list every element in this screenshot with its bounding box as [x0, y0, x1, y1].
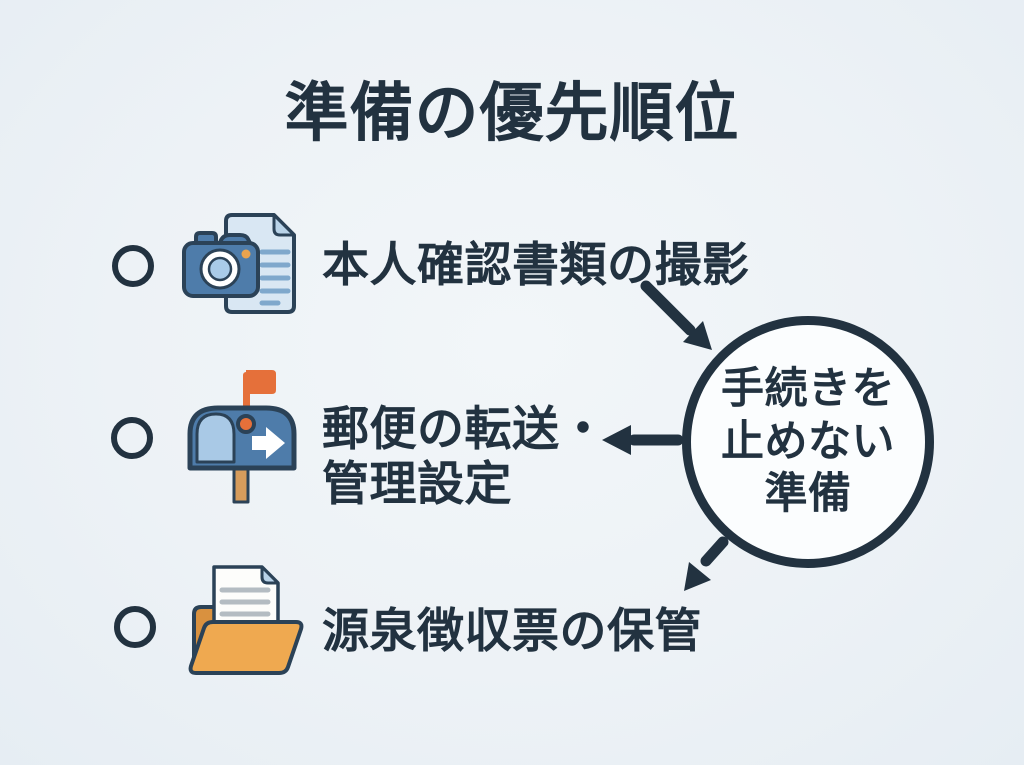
hub-circle: 手続きを 止めない 準備	[682, 316, 934, 568]
arrow-from-item1-to-hub	[640, 280, 712, 350]
item-label: 本人確認書類の撮影	[322, 238, 750, 293]
arrow-from-hub-to-item2	[602, 425, 684, 455]
item-label-line: 本人確認書類の撮影	[322, 238, 750, 291]
bullet-circle	[114, 606, 156, 648]
hub-label-line: 準備	[764, 470, 852, 519]
arrow-from-hub-to-item3	[684, 536, 729, 591]
item-label: 源泉徴収票の保管	[322, 604, 702, 659]
item-label-line: 郵便の転送・	[322, 402, 607, 455]
mailbox-icon	[184, 364, 300, 509]
camera-document-icon	[182, 210, 306, 323]
bullet-circle	[111, 417, 153, 459]
hub-label-line: 止めない	[721, 417, 895, 466]
folder-document-icon	[184, 556, 306, 685]
bullet-circle	[112, 245, 154, 287]
hub-label-line: 手続きを	[721, 365, 895, 414]
item-label-line: 源泉徴収票の保管	[322, 604, 702, 657]
item-label-line: 管理設定	[322, 456, 512, 510]
item-label: 郵便の転送・ 管理設定	[322, 402, 607, 512]
page-title: 準備の優先順位	[284, 77, 740, 149]
